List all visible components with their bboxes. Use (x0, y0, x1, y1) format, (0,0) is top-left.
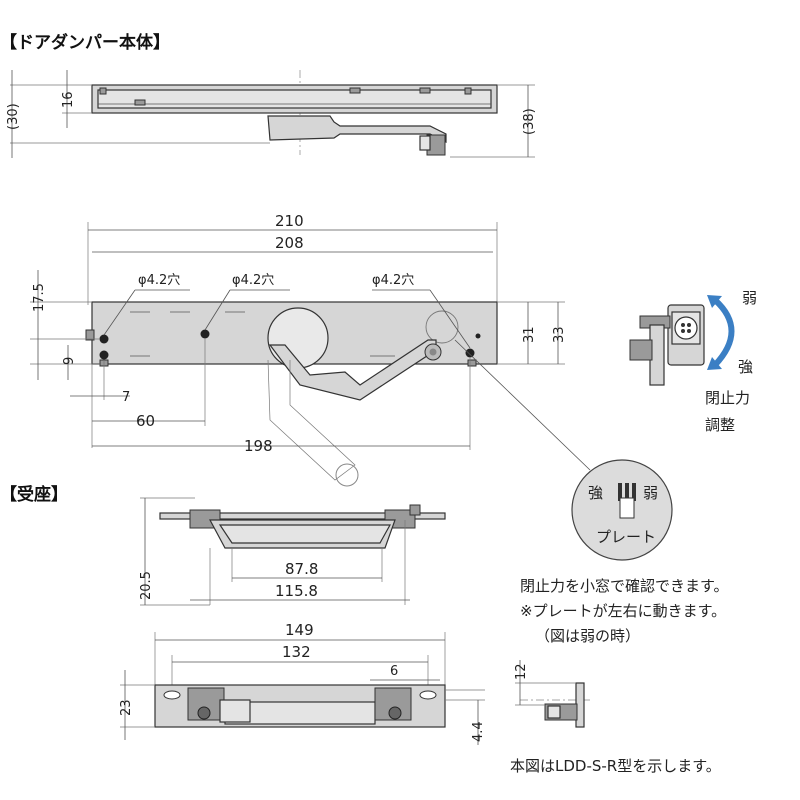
dim-right-31: 31 (522, 326, 537, 343)
adjust-label-1: 閉止力 (705, 389, 750, 407)
note-model: 本図はLDD-S-R型を示します。 (510, 757, 721, 775)
receiver-side-view: 20.5 87.8 115.8 (139, 497, 446, 606)
adjust-strong: 強 (738, 358, 753, 376)
hole-label-1: φ4.2穴 (138, 273, 180, 288)
dim-top-210: 210 (275, 212, 304, 230)
window-zoom: 強 弱 プレート (454, 339, 673, 561)
dim-plan-132: 132 (282, 643, 311, 661)
side-view: (30) 16 (38) (6, 70, 537, 158)
dim-rec-115-8: 115.8 (275, 582, 318, 600)
dim-plan-23: 23 (119, 699, 134, 716)
dim-bottom-60: 60 (136, 412, 155, 430)
small-side-detail: 12 (514, 660, 590, 728)
dim-side-30: (30) (6, 103, 21, 130)
dim-bottom-7: 7 (122, 390, 130, 405)
dim-left-17-5: 17.5 (32, 283, 47, 312)
dim-bottom-198: 198 (244, 437, 273, 455)
note-line-2: ※プレートが左右に動きます。 (520, 602, 727, 620)
dim-rec-87-8: 87.8 (285, 560, 318, 578)
dim-top-208: 208 (275, 234, 304, 252)
section-title-door-damper: 【ドアダンパー本体】 (0, 33, 170, 53)
adjust-detail: 弱 強 閉止力 調整 (629, 289, 757, 434)
dim-plan-12: 12 (514, 663, 529, 680)
adjust-label-2: 調整 (705, 416, 735, 434)
adjust-weak: 弱 (742, 289, 757, 307)
front-view: 210 208 φ4.2穴 φ4.2穴 (30, 212, 567, 487)
dim-plan-149: 149 (285, 621, 314, 639)
dim-plan-4-4: 4.4 (471, 721, 486, 742)
section-title-receiver: 【受座】 (0, 485, 68, 505)
dim-rec-20-5: 20.5 (139, 571, 154, 600)
window-plate: プレート (596, 528, 656, 546)
hole-label-3: φ4.2穴 (372, 273, 414, 288)
window-weak: 弱 (643, 484, 658, 502)
dim-side-38: (38) (522, 108, 537, 135)
note-line-3: （図は弱の時） (535, 627, 641, 645)
note-line-1: 閉止力を小窓で確認できます。 (520, 577, 729, 595)
dim-left-9: 9 (62, 357, 77, 365)
dim-plan-6: 6 (390, 664, 398, 679)
dim-side-16: 16 (61, 91, 76, 108)
receiver-plan-view: 149 132 6 23 4.4 (119, 621, 486, 745)
hole-label-2: φ4.2穴 (232, 273, 274, 288)
dim-right-33: 33 (552, 326, 567, 343)
window-strong: 強 (588, 484, 603, 502)
